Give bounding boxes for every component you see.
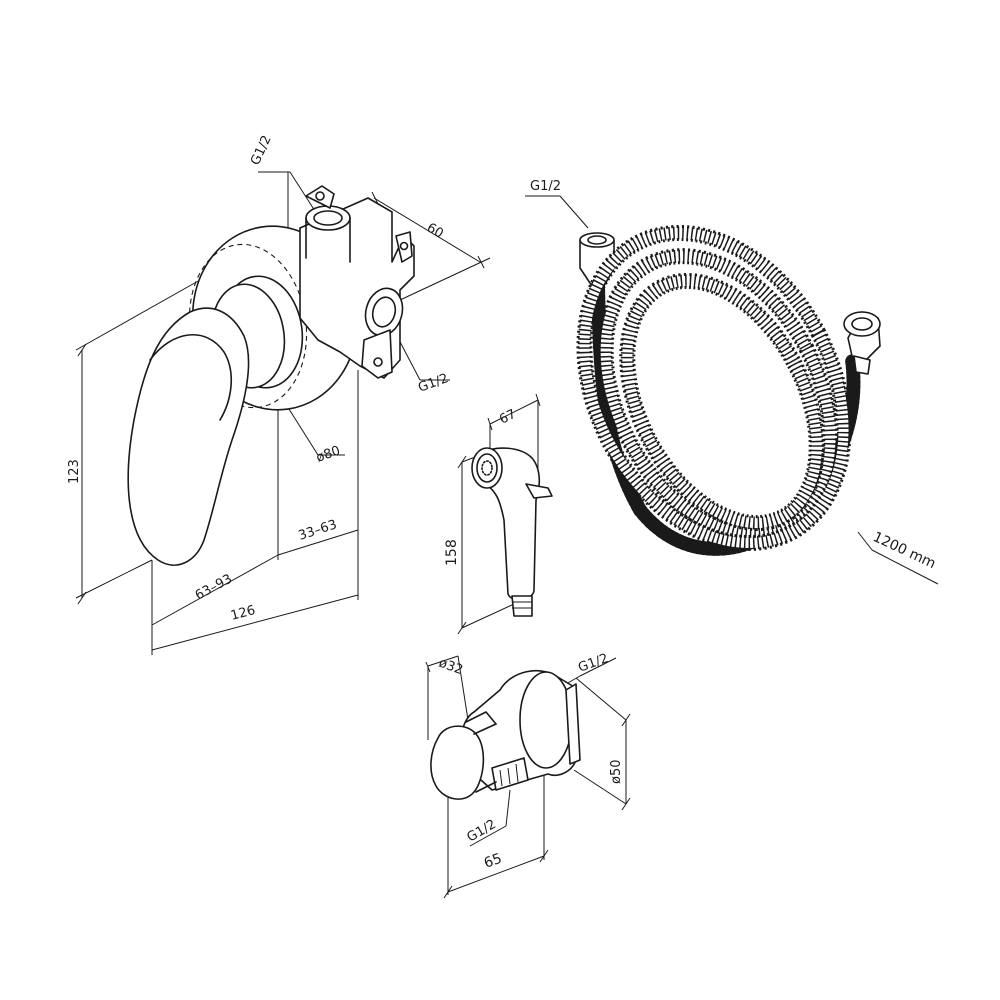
valve-body (299, 185, 415, 379)
valve-thread-top-label: G1/2 (248, 133, 275, 167)
sprayer-height-label: 158 (444, 539, 460, 566)
valve-depth-label: 60 (424, 220, 446, 241)
hose-length-label: 1200 mm (870, 529, 938, 572)
sprayer-group: 67 158 (444, 393, 553, 635)
rosette-diameter-label: ø80 (314, 443, 342, 465)
lever-height-label: 123 (67, 459, 82, 484)
outlet-diameter-small-label: ø32 (437, 656, 465, 678)
wall-outlet-group: ø32 G1/2 ø50 G1/2 65 (425, 651, 631, 899)
outlet-diameter-large-label: ø50 (609, 760, 624, 785)
hose-thread-label: G1/2 (530, 179, 561, 194)
mixer-dimension-lines (75, 171, 491, 655)
wall-range-small-label: 33–63 (297, 517, 339, 544)
hose-group: G1/2 1200 mm (525, 179, 939, 585)
outlet-thread-top-label: G1/2 (576, 651, 610, 676)
wall-outlet-body (430, 669, 581, 800)
outlet-thread-bottom-label: G1/2 (465, 817, 499, 845)
wall-range-large-label: 63–93 (193, 572, 235, 604)
mixer-lever-handle (127, 307, 250, 566)
mixer-valve-group: G1/2 60 G1/2 ø80 123 33–63 63–93 126 (67, 133, 491, 655)
hose-end-fitting-bottom (843, 311, 881, 375)
outlet-length-label: 65 (482, 851, 504, 872)
hose-coil (576, 224, 861, 556)
sprayer-head (471, 447, 553, 617)
valve-thread-side-label: G1/2 (416, 371, 450, 396)
sprayer-width-label: 67 (497, 407, 518, 428)
total-length-label: 126 (229, 603, 257, 624)
